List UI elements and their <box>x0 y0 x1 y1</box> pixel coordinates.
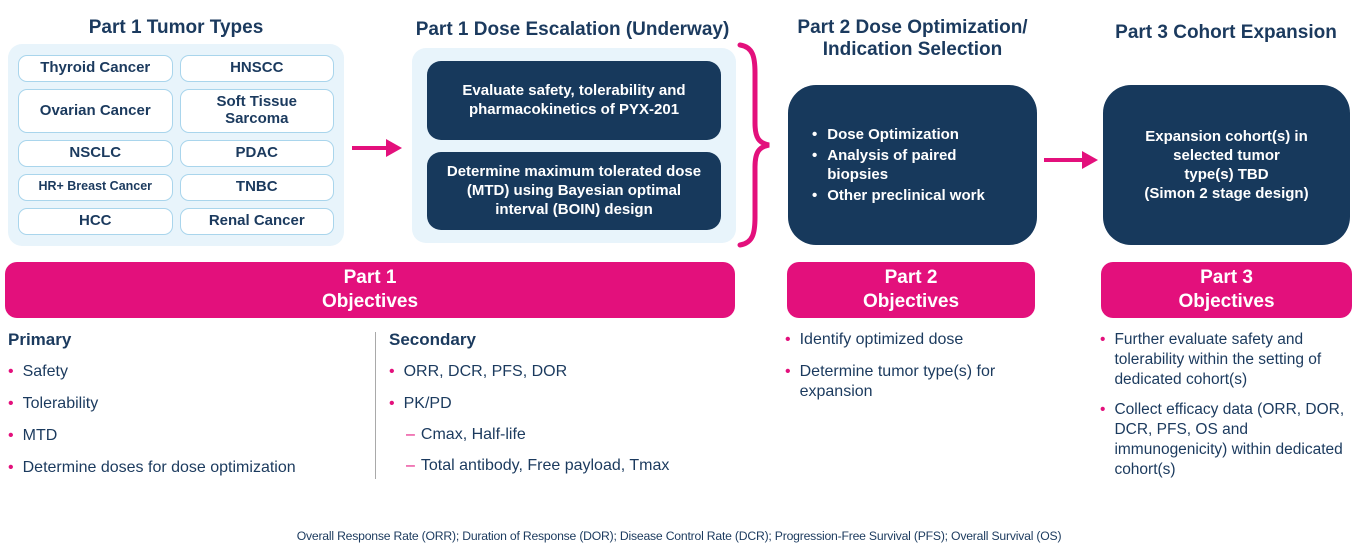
objective-text: Collect efficacy data (ORR, DOR, DCR, PF… <box>1114 401 1345 478</box>
part2-box-item-text: Dose Optimization <box>827 126 959 143</box>
part3-objectives: • Further evaluate safety and tolerabili… <box>1100 330 1358 480</box>
objective-text: Determine doses for dose optimization <box>22 459 296 476</box>
column-divider <box>375 332 376 479</box>
dose-escalation-panel: Evaluate safety, tolerability and pharma… <box>412 48 736 243</box>
part2-box-item-text: Analysis of paired biopsies <box>827 147 957 183</box>
dose-escalation-box: Determine maximum tolerated dose (MTD) u… <box>427 151 721 230</box>
objective-text: ORR, DCR, PFS, DOR <box>403 363 568 380</box>
part2-title: Part 2 Dose Optimization/ Indication Sel… <box>775 17 1050 61</box>
objective-item: • Determine doses for dose optimization <box>8 458 370 478</box>
objective-text: Further evaluate safety and tolerability… <box>1114 331 1322 388</box>
tumor-type-pill: HR+ Breast Cancer <box>18 173 173 201</box>
part2-box-item: • Analysis of paired biopsies <box>812 146 1021 184</box>
objective-item: • Safety <box>8 362 370 382</box>
part3-title: Part 3 Cohort Expansion <box>1115 22 1337 43</box>
bullet-marker: • <box>812 126 818 143</box>
tumor-type-pill: PDAC <box>179 139 334 167</box>
tumor-type-pill: HNSCC <box>179 55 334 83</box>
bullet-marker: • <box>8 395 14 412</box>
bullet-marker: • <box>389 363 395 380</box>
secondary-list: • ORR, DCR, PFS, DOR • PK/PD <box>389 362 739 414</box>
secondary-heading: Secondary <box>389 330 476 349</box>
part1-objectives-banner: Part 1 Objectives <box>5 262 735 318</box>
objective-text: PK/PD <box>403 395 452 412</box>
part1-primary-objectives: Primary • Safety • Tolerability • MTD • … <box>8 330 370 478</box>
bullet-marker: • <box>812 147 818 164</box>
part1-dose-escalation-title: Part 1 Dose Escalation (Underway) <box>415 19 730 40</box>
objective-item: • Identify optimized dose <box>785 330 1051 350</box>
objective-item: • MTD <box>8 426 370 446</box>
part2-title-line2: Indication Selection <box>822 39 1003 60</box>
flow-arrow-icon <box>1044 151 1098 169</box>
tumor-type-pill: Renal Cancer <box>179 207 334 235</box>
part2-box-item: • Dose Optimization <box>812 125 1021 144</box>
tumor-type-pill: HCC <box>18 207 173 235</box>
objective-text: MTD <box>22 427 58 444</box>
bullet-marker: • <box>812 187 818 204</box>
tumor-type-pill: Thyroid Cancer <box>18 55 173 83</box>
part2-box-item: • Other preclinical work <box>812 186 1021 205</box>
sub-objective-item: – Total antibody, Free payload, Tmax <box>406 456 739 476</box>
part2-box-item-text: Other preclinical work <box>827 187 985 204</box>
secondary-sub-list: – Cmax, Half-life – Total antibody, Free… <box>406 425 739 476</box>
flow-arrow-icon <box>352 139 402 157</box>
part1-secondary-objectives: Secondary • ORR, DCR, PFS, DOR • PK/PD –… <box>389 330 739 476</box>
dose-escalation-box: Evaluate safety, tolerability and pharma… <box>427 61 721 140</box>
part2-objectives: • Identify optimized dose • Determine tu… <box>785 330 1051 402</box>
bullet-marker: • <box>8 427 14 444</box>
banner-line2: Objectives <box>1178 291 1275 312</box>
primary-list: • Safety • Tolerability • MTD • Determin… <box>8 362 370 478</box>
abbreviations-footnote: Overall Response Rate (ORR); Duration of… <box>296 529 1062 543</box>
objective-item: • Tolerability <box>8 394 370 414</box>
banner-line1: Part 1 <box>343 267 397 288</box>
bullet-marker: • <box>8 459 14 476</box>
part1-tumor-types-title: Part 1 Tumor Types <box>88 17 264 38</box>
banner-line1: Part 2 <box>884 267 938 288</box>
objective-item: • ORR, DCR, PFS, DOR <box>389 362 739 382</box>
part2-box: • Dose Optimization • Analysis of paired… <box>788 85 1037 245</box>
banner-line1: Part 3 <box>1200 267 1253 288</box>
bullet-marker: • <box>1100 401 1106 418</box>
tumor-type-pill: NSCLC <box>18 139 173 167</box>
objective-item: • PK/PD <box>389 394 739 414</box>
sub-objective-text: Total antibody, Free payload, Tmax <box>420 457 670 474</box>
bullet-marker: • <box>389 395 395 412</box>
curly-brace-icon <box>737 42 770 248</box>
objective-text: Identify optimized dose <box>799 331 964 348</box>
part2-objectives-list: • Identify optimized dose • Determine tu… <box>785 330 1051 402</box>
part3-objectives-banner: Part 3 Objectives <box>1101 262 1352 318</box>
sub-objective-item: – Cmax, Half-life <box>406 425 739 445</box>
tumor-type-pill: TNBC <box>179 173 334 201</box>
banner-line2: Objectives <box>862 291 960 312</box>
part2-objectives-banner: Part 2 Objectives <box>787 262 1035 318</box>
tumor-type-pill: Soft Tissue Sarcoma <box>179 89 334 133</box>
bullet-marker: • <box>1100 331 1106 348</box>
bullet-marker: • <box>785 363 791 380</box>
sub-objective-text: Cmax, Half-life <box>420 426 526 443</box>
dash-marker: – <box>406 457 415 474</box>
objective-item: • Collect efficacy data (ORR, DOR, DCR, … <box>1100 400 1358 480</box>
tumor-type-pill: Ovarian Cancer <box>18 89 173 133</box>
banner-line2: Objectives <box>321 291 419 312</box>
part2-title-line1: Part 2 Dose Optimization/ <box>797 17 1028 38</box>
objective-text: Safety <box>22 363 68 380</box>
bullet-marker: • <box>8 363 14 380</box>
part2-box-list: • Dose Optimization • Analysis of paired… <box>812 123 1021 207</box>
dash-marker: – <box>406 426 415 443</box>
part3-objectives-list: • Further evaluate safety and tolerabili… <box>1100 330 1358 480</box>
objective-item: • Further evaluate safety and tolerabili… <box>1100 330 1358 390</box>
bullet-marker: • <box>785 331 791 348</box>
objective-text: Tolerability <box>22 395 99 412</box>
part3-box: Expansion cohort(s) in selected tumor ty… <box>1103 85 1350 245</box>
objective-item: • Determine tumor type(s) for expansion <box>785 362 1051 402</box>
objective-text: Determine tumor type(s) for expansion <box>799 363 996 400</box>
primary-heading: Primary <box>8 330 72 349</box>
